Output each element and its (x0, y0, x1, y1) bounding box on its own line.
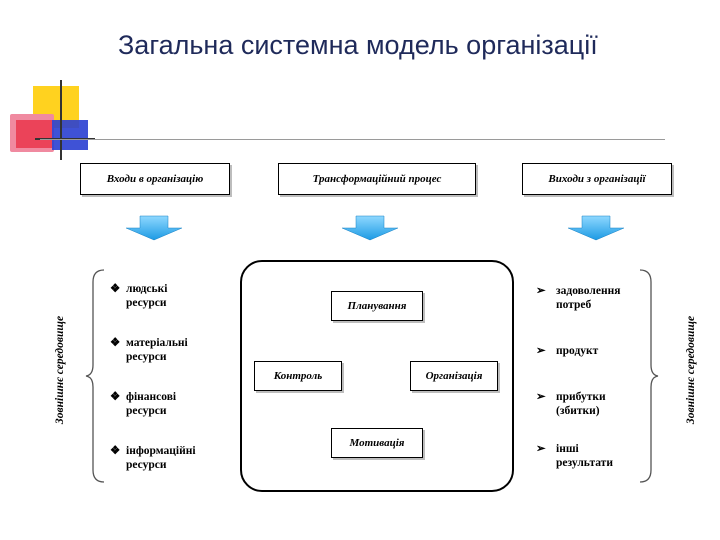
planning-box: Планування (331, 291, 423, 321)
diamond-bullet-icon: ❖ (110, 391, 121, 403)
transform-box: Трансформаційний процес (278, 163, 476, 195)
left-brace (85, 269, 105, 483)
down-arrow-inputs-icon (125, 215, 183, 241)
list-item-line1: прибутки (556, 391, 606, 403)
inputs-box-label: Входи в організацію (106, 173, 204, 185)
list-item: ❖ людські ресурси (110, 282, 167, 310)
diamond-bullet-icon: ❖ (110, 445, 121, 457)
decorative-logo (0, 0, 100, 170)
list-item-line2: потреб (556, 299, 592, 311)
list-item-line1: людські (126, 283, 168, 295)
planning-label: Планування (347, 300, 407, 312)
arrow-bullet-icon: ➢ (536, 345, 546, 357)
transform-box-label: Трансформаційний процес (312, 173, 442, 185)
motivation-box: Мотивація (331, 428, 423, 458)
control-label: Контроль (273, 370, 323, 382)
list-item-line1: продукт (556, 345, 599, 357)
list-item-line2: ресурси (126, 351, 167, 363)
motivation-label: Мотивація (349, 437, 405, 449)
list-item: ➢ продукт (536, 344, 598, 358)
control-box: Контроль (254, 361, 342, 391)
divider-line (40, 139, 665, 140)
list-item-line1: інші (556, 443, 579, 455)
right-environment-label: Зовнішнє середовище (685, 315, 697, 425)
list-item-line2: ресурси (126, 297, 167, 309)
list-item: ➢ прибутки (збитки) (536, 390, 606, 418)
list-item-line1: фінансові (126, 391, 177, 403)
down-arrow-transform-icon (341, 215, 399, 241)
diamond-bullet-icon: ❖ (110, 283, 121, 295)
diamond-bullet-icon: ❖ (110, 337, 121, 349)
list-item-line2: результати (556, 457, 613, 469)
outputs-box-label: Виходи з організації (548, 173, 646, 185)
list-item-line2: (збитки) (556, 405, 600, 417)
inputs-box: Входи в організацію (80, 163, 230, 195)
organization-box: Організація (410, 361, 498, 391)
list-item-line1: матеріальні (126, 337, 188, 349)
list-item-line2: ресурси (126, 405, 167, 417)
list-item: ❖ фінансові ресурси (110, 390, 176, 418)
inputs-list: ❖ людські ресурси ❖ матеріальні ресурси … (110, 282, 230, 482)
outputs-list: ➢ задоволення потреб ➢ продукт ➢ прибутк… (536, 284, 646, 484)
page-title: Загальна системна модель організації (118, 30, 598, 60)
list-item: ➢ задоволення потреб (536, 284, 620, 312)
list-item-line2: ресурси (126, 459, 167, 471)
list-item: ➢ інші результати (536, 442, 613, 470)
left-environment-label: Зовнішнє середовище (54, 315, 66, 425)
list-item: ❖ інформаційні ресурси (110, 444, 196, 472)
arrow-bullet-icon: ➢ (536, 443, 546, 455)
down-arrow-outputs-icon (567, 215, 625, 241)
outputs-box: Виходи з організації (522, 163, 672, 195)
list-item-line1: задоволення (556, 285, 621, 297)
organization-label: Організація (425, 370, 483, 382)
arrow-bullet-icon: ➢ (536, 285, 546, 297)
arrow-bullet-icon: ➢ (536, 391, 546, 403)
list-item: ❖ матеріальні ресурси (110, 336, 188, 364)
list-item-line1: інформаційні (126, 445, 196, 457)
right-brace (639, 269, 659, 483)
